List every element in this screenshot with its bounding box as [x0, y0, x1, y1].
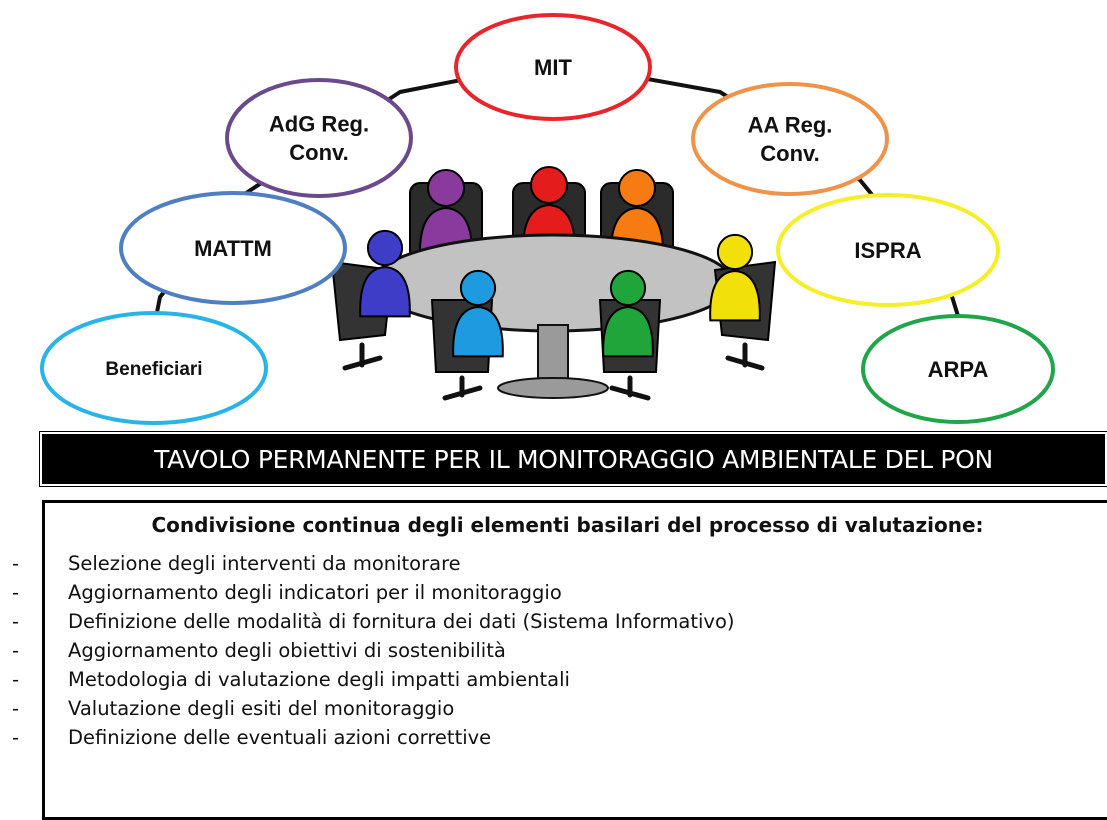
- stakeholder-label: ISPRA: [854, 238, 921, 263]
- stakeholder-label: Beneficiari: [105, 359, 202, 380]
- stakeholder-ellipse: [691, 82, 889, 196]
- stakeholder-ellipse: [861, 314, 1055, 424]
- person: [709, 233, 761, 322]
- stakeholder-label: MIT: [534, 55, 572, 80]
- table-leg: [537, 324, 569, 386]
- table-top: [371, 233, 735, 333]
- stakeholder-ellipse: [225, 78, 413, 198]
- activities-heading: Condivisione continua degli elementi bas…: [151, 513, 984, 537]
- stakeholder-adg: AdG Reg. Conv.: [225, 78, 413, 198]
- person: [602, 269, 654, 358]
- list-item: -Aggiornamento degli obiettivi di sosten…: [12, 639, 506, 662]
- stakeholder-ellipse: [776, 193, 1000, 307]
- stakeholder-mit: MIT: [454, 13, 652, 121]
- person: [359, 229, 411, 318]
- stakeholder-aa: AA Reg. Conv.: [691, 82, 889, 196]
- stakeholder-ellipse: [40, 311, 268, 425]
- list-item: -Aggiornamento degli indicatori per il m…: [12, 581, 562, 604]
- table-base: [497, 377, 609, 399]
- round-table-illustration: [330, 166, 777, 401]
- list-item: -Selezione degli interventi da monitorar…: [12, 552, 461, 575]
- stakeholder-arpa: ARPA: [861, 314, 1055, 424]
- stakeholder-beneficiari: Beneficiari: [40, 311, 268, 425]
- stakeholder-ispra: ISPRA: [776, 193, 1000, 307]
- stakeholder-mattm: MATTM: [119, 191, 347, 305]
- stakeholder-label: AdG Reg.: [269, 112, 369, 137]
- person: [452, 269, 504, 358]
- title-banner: TAVOLO PERMANENTE PER IL MONITORAGGIO AM…: [40, 432, 1107, 486]
- list-item: -Definizione delle modalità di fornitura…: [12, 610, 735, 633]
- list-item: -Metodologia di valutazione degli impatt…: [12, 668, 570, 691]
- list-item: -Definizione delle eventuali azioni corr…: [12, 726, 492, 749]
- stakeholder-ellipse: [454, 13, 652, 121]
- stakeholder-label: Conv.: [289, 140, 348, 165]
- banner-title: TAVOLO PERMANENTE PER IL MONITORAGGIO AM…: [154, 444, 993, 474]
- stakeholder-label: Conv.: [760, 141, 819, 166]
- list-item: -Valutazione degli esiti del monitoraggi…: [12, 697, 455, 720]
- stakeholder-label: ARPA: [928, 357, 989, 382]
- stakeholder-label: MATTM: [194, 236, 272, 261]
- stakeholder-diagram: MIT AdG Reg. Conv. AA Reg. Conv. MATTM ISPRA Be…: [40, 13, 1055, 425]
- stakeholder-label: AA Reg.: [748, 113, 833, 138]
- activities-list: -Selezione degli interventi da monitorar…: [12, 549, 735, 752]
- stakeholder-ellipse: [119, 191, 347, 305]
